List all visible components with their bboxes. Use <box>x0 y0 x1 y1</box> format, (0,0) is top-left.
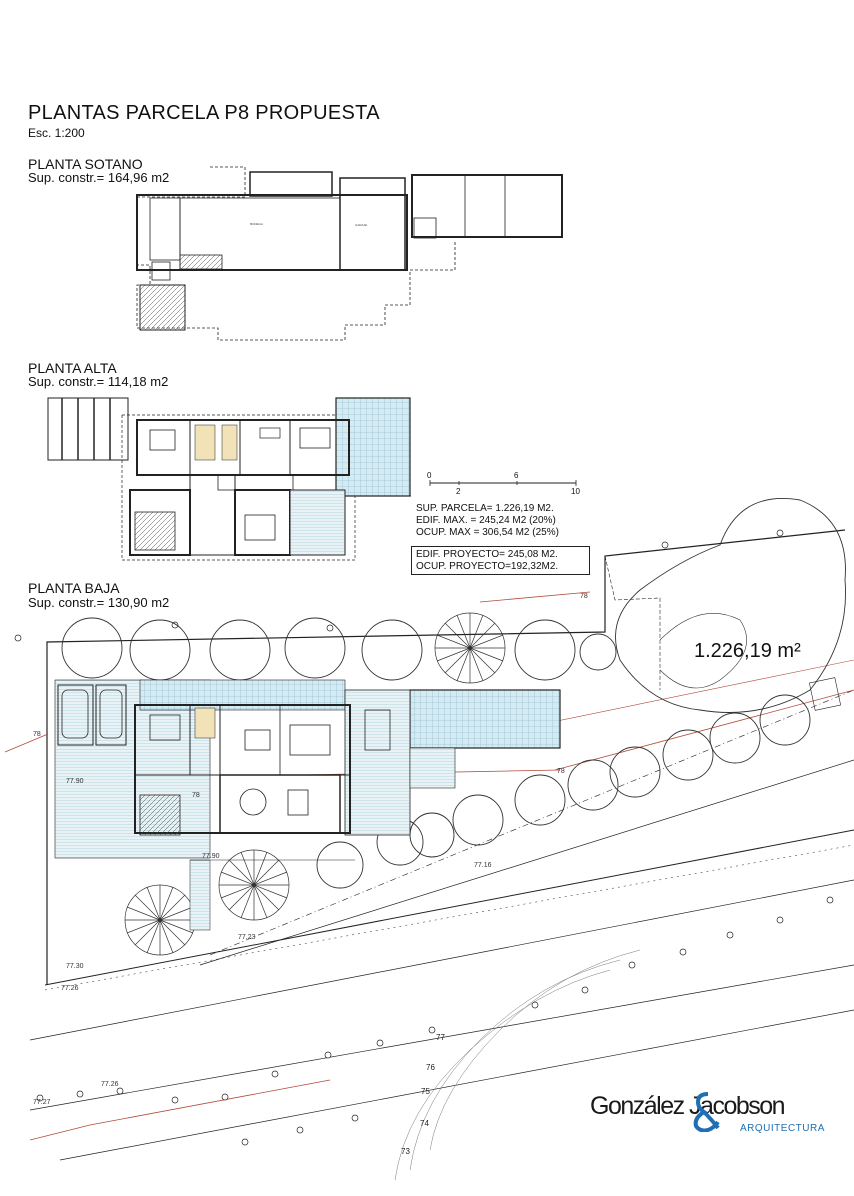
plot-area-label: 1.226,19 m² <box>694 640 801 662</box>
ocup-proyecto-value: OCUP. PROYECTO=192,32M2. <box>416 561 559 572</box>
edif-proyecto-value: EDIF. PROYECTO= 245,08 M2. <box>416 549 558 560</box>
scale-tick-0: 0 <box>427 471 432 480</box>
edif-max-value: EDIF. MAX. = 245,24 M2 (20%) <box>416 515 556 526</box>
drawing-scale: Esc. 1:200 <box>28 126 85 140</box>
svg-text:GARAJE: GARAJE <box>355 223 367 227</box>
planta-alta-title: PLANTA ALTA <box>28 360 117 376</box>
level-label: 77.16 <box>474 862 492 869</box>
level-label: 77.90 <box>66 778 84 785</box>
scale-bar <box>429 480 577 486</box>
svg-text:BODEGA: BODEGA <box>250 222 263 226</box>
level-label: 77.23 <box>238 934 256 941</box>
sup-parcela-value: SUP. PARCELA= 1.226,19 M2. <box>416 503 554 514</box>
planta-baja-title: PLANTA BAJA <box>28 580 120 596</box>
contour-label: 75 <box>421 1087 430 1096</box>
company-logo: González Jacobson ARQUITECTURA <box>590 1088 830 1138</box>
proyecto-box <box>411 546 590 575</box>
ocup-max-value: OCUP. MAX = 306,54 M2 (25%) <box>416 527 559 538</box>
planta-baja-area: Sup. constr.= 130,90 m2 <box>28 595 170 610</box>
level-label: 77.30 <box>66 963 84 970</box>
scale-tick-6: 6 <box>514 471 519 480</box>
level-label: 77.27 <box>33 1099 51 1106</box>
level-label: 78 <box>557 768 565 775</box>
planta-sotano-area: Sup. constr.= 164,96 m2 <box>28 170 170 185</box>
contour-label: 76 <box>426 1063 435 1072</box>
ampersand-icon <box>693 1092 720 1132</box>
level-label: 77.90 <box>202 853 220 860</box>
logo-subtitle: ARQUITECTURA <box>740 1123 825 1134</box>
contour-label: 73 <box>401 1147 410 1156</box>
contour-label: 74 <box>420 1119 429 1128</box>
planta-baja-plan <box>54 679 561 931</box>
level-label: 78 <box>33 731 41 738</box>
logo-name: González Jacobson <box>590 1092 786 1120</box>
planta-sotano-plan: BODEGA GARAJE <box>136 166 563 341</box>
level-label: 77.26 <box>101 1081 119 1088</box>
level-label: 78 <box>192 792 200 799</box>
scale-tick-10: 10 <box>571 487 580 496</box>
level-label: 78 <box>580 593 588 600</box>
planta-alta-area: Sup. constr.= 114,18 m2 <box>28 374 169 389</box>
planta-alta-plan <box>47 397 412 561</box>
scale-tick-2: 2 <box>456 487 461 496</box>
contour-label: 77 <box>436 1033 445 1042</box>
planta-sotano-title: PLANTA SOTANO <box>28 156 143 172</box>
page-title: PLANTAS PARCELA P8 PROPUESTA <box>28 102 380 124</box>
level-label: 77.26 <box>61 985 79 992</box>
